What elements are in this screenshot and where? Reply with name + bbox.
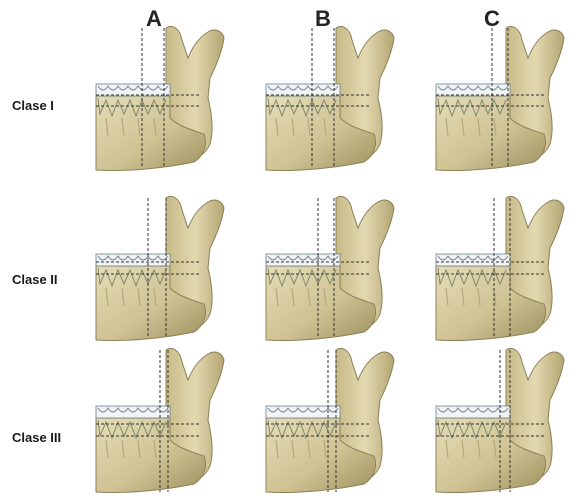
panel-ii-c xyxy=(436,197,564,341)
panel-ii-a xyxy=(96,197,224,341)
panel-i-b xyxy=(266,27,394,171)
panel-i-c xyxy=(436,27,564,171)
panel-ii-b xyxy=(266,197,394,341)
panel-i-a xyxy=(96,27,224,171)
panel-iii-b xyxy=(266,349,394,493)
